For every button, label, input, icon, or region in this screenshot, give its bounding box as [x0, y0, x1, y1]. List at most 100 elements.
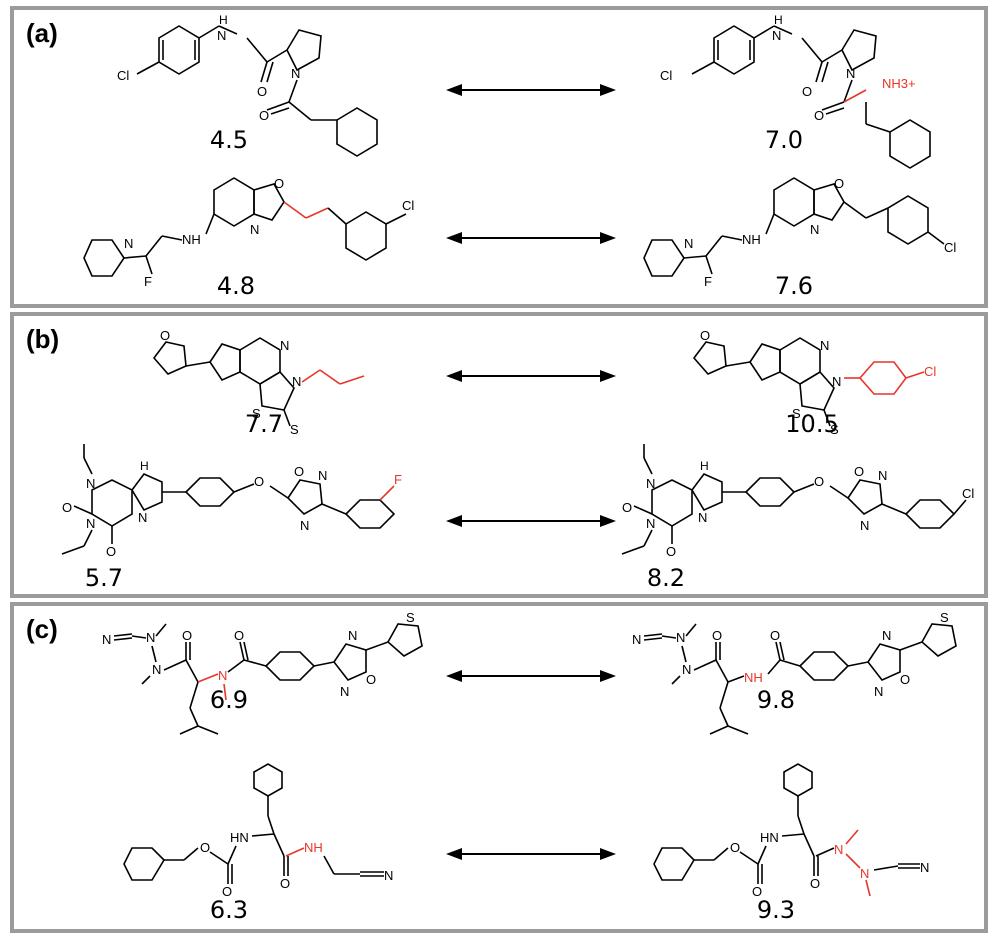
- double-arrow-c2: [446, 848, 616, 860]
- svg-text:N: N: [682, 662, 691, 677]
- molecule-c1-left: N N N O N O N N O S: [102, 610, 423, 735]
- svg-text:N: N: [291, 66, 300, 81]
- svg-text:HN: HN: [760, 830, 779, 845]
- svg-text:O: O: [294, 464, 304, 479]
- double-arrow-a1: [446, 84, 616, 96]
- svg-text:O: O: [854, 464, 864, 479]
- value-b2-right: 8.2: [646, 564, 686, 592]
- svg-text:N: N: [280, 338, 289, 353]
- svg-text:Cl: Cl: [660, 68, 672, 83]
- molecule-b1-right: O N S N S Cl: [692, 328, 936, 437]
- svg-text:N: N: [698, 510, 707, 525]
- svg-text:F: F: [704, 274, 712, 289]
- svg-text:N: N: [882, 628, 891, 643]
- svg-text:N: N: [86, 516, 95, 531]
- value-c1-right: 9.8: [756, 686, 796, 714]
- value-a2-left: 4.8: [216, 272, 256, 300]
- svg-text:O: O: [274, 176, 284, 191]
- svg-text:N: N: [348, 628, 357, 643]
- panel-a: (a) Cl H N O N O 4.5 Cl H N O: [10, 6, 988, 308]
- svg-text:N: N: [646, 476, 655, 491]
- svg-text:O: O: [770, 628, 780, 643]
- svg-text:N: N: [860, 518, 869, 533]
- svg-text:O: O: [259, 108, 269, 123]
- svg-text:N: N: [318, 468, 327, 483]
- value-c1-left: 6.9: [209, 686, 249, 714]
- value-a1-right: 7.0: [764, 126, 804, 154]
- svg-text:Cl: Cl: [924, 364, 936, 379]
- svg-text:N: N: [832, 374, 841, 389]
- value-c2-left: 6.3: [209, 896, 249, 924]
- double-arrow-a2: [446, 232, 616, 244]
- svg-text:O: O: [622, 500, 632, 515]
- svg-text:O: O: [810, 876, 820, 891]
- svg-text:O: O: [834, 176, 844, 191]
- svg-text:O: O: [802, 84, 812, 99]
- svg-text:NH: NH: [304, 840, 323, 855]
- svg-text:S: S: [290, 422, 299, 437]
- svg-text:N: N: [834, 842, 843, 857]
- svg-text:N: N: [846, 66, 855, 81]
- svg-text:N: N: [874, 684, 883, 699]
- svg-text:F: F: [144, 274, 152, 289]
- molecule-a2-left: O N Cl NH F N: [83, 176, 414, 289]
- svg-text:O: O: [182, 628, 192, 643]
- svg-text:N: N: [676, 630, 685, 645]
- svg-text:NH: NH: [744, 670, 763, 685]
- svg-text:N: N: [878, 468, 887, 483]
- svg-text:O: O: [257, 84, 267, 99]
- svg-text:N: N: [102, 632, 111, 647]
- svg-text:N: N: [86, 476, 95, 491]
- svg-text:N: N: [860, 866, 869, 881]
- svg-text:NH3+: NH3+: [882, 76, 916, 91]
- svg-text:O: O: [900, 672, 910, 687]
- svg-text:N: N: [124, 236, 133, 251]
- svg-text:H: H: [140, 459, 149, 473]
- panel-label: (a): [26, 18, 58, 48]
- molecule-c1-right: N N N O NH O N N O S: [632, 610, 957, 735]
- svg-text:N: N: [820, 338, 829, 353]
- svg-text:N: N: [138, 510, 147, 525]
- svg-text:O: O: [814, 108, 824, 123]
- molecule-a1-right: Cl H N O N O NH3+: [660, 13, 931, 169]
- svg-text:O: O: [700, 328, 710, 343]
- svg-text:S: S: [252, 406, 261, 421]
- double-arrow-c1: [446, 670, 616, 682]
- molecule-b1-left: O N S N S: [152, 328, 365, 437]
- svg-text:H: H: [774, 13, 783, 27]
- svg-text:S: S: [792, 406, 801, 421]
- panel-label: (b): [26, 324, 60, 354]
- svg-text:O: O: [666, 544, 676, 559]
- svg-text:N: N: [340, 684, 349, 699]
- svg-text:N: N: [218, 668, 227, 683]
- svg-text:N: N: [250, 222, 259, 237]
- svg-text:N: N: [632, 632, 641, 647]
- svg-text:O: O: [814, 474, 824, 489]
- value-b1-right: 10.5: [785, 410, 839, 438]
- svg-text:O: O: [366, 672, 376, 687]
- svg-text:Cl: Cl: [962, 486, 974, 501]
- svg-text:N: N: [384, 868, 393, 883]
- svg-text:H: H: [219, 13, 228, 27]
- svg-text:O: O: [106, 544, 116, 559]
- value-b2-left: 5.7: [84, 564, 124, 592]
- value-c2-right: 9.3: [756, 896, 796, 924]
- svg-text:S: S: [406, 610, 415, 625]
- svg-text:O: O: [222, 884, 232, 899]
- svg-text:O: O: [752, 884, 762, 899]
- double-arrow-b1: [446, 370, 616, 382]
- svg-text:H: H: [700, 459, 709, 473]
- svg-text:N: N: [772, 28, 781, 43]
- svg-text:F: F: [394, 472, 402, 487]
- svg-text:N: N: [217, 28, 226, 43]
- svg-text:S: S: [940, 610, 949, 625]
- molecule-b2-left: N O N O H N O O N N F: [61, 444, 402, 559]
- panel-c: (c) N N N O N O N N O S 6.9: [10, 602, 988, 933]
- svg-text:O: O: [160, 328, 170, 343]
- svg-text:O: O: [730, 840, 740, 855]
- svg-text:O: O: [712, 628, 722, 643]
- svg-text:N: N: [810, 222, 819, 237]
- svg-text:Cl: Cl: [402, 198, 414, 213]
- svg-text:N: N: [646, 516, 655, 531]
- molecule-c2-right: HN O O O N N N: [653, 763, 929, 899]
